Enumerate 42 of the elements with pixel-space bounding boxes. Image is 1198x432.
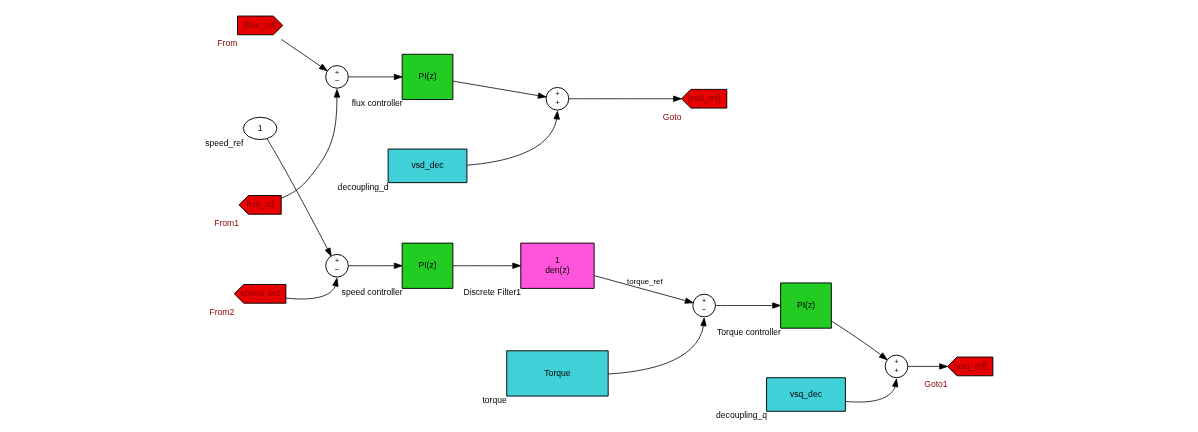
- arrow: [845, 378, 899, 403]
- node-circle: + +: [884, 354, 909, 379]
- node-label: speed controller: [341, 287, 403, 298]
- arrow: [347, 262, 403, 269]
- node-box: 1 den(z): [520, 242, 595, 289]
- arrow: [266, 138, 332, 257]
- node-label: torque: [482, 394, 507, 405]
- node-label: Torque controller: [717, 327, 781, 338]
- node-label: Goto1: [924, 379, 948, 390]
- node-box: vsd_dec: [387, 148, 468, 184]
- arrow: [568, 95, 682, 102]
- arrow: [831, 320, 888, 361]
- node-box: PI(z): [401, 242, 454, 289]
- node-circle: + +: [545, 86, 570, 111]
- node-circle: + −: [325, 253, 349, 278]
- arrow: [452, 262, 521, 269]
- node-label: From: [217, 38, 238, 49]
- arrow: [594, 275, 694, 304]
- node-label: decoupling_d: [337, 181, 389, 192]
- arrow: [466, 110, 560, 166]
- node-label: flux controller: [351, 98, 403, 109]
- arrow: [281, 39, 328, 72]
- node-box: vsq_dec: [766, 377, 846, 412]
- arrow: [347, 73, 403, 80]
- arrow: [285, 277, 339, 300]
- node-label: Goto: [662, 111, 682, 122]
- node-circle: + −: [325, 65, 349, 89]
- edge-label: torque_ref: [627, 276, 663, 286]
- node-box: Torque: [506, 350, 609, 397]
- node-label: decoupling_q: [716, 410, 768, 421]
- node-label: speed_ref: [205, 138, 244, 149]
- node-box: PI(z): [401, 53, 454, 100]
- arrow: [281, 89, 341, 199]
- arrow: [907, 363, 948, 370]
- node-label: From2: [209, 306, 235, 317]
- node-label: Discrete Filter1: [463, 287, 522, 298]
- arrow: [607, 317, 707, 375]
- node-box: PI(z): [780, 282, 832, 329]
- arrow: [452, 80, 547, 99]
- node-circle: + −: [692, 293, 716, 318]
- arrow: [715, 302, 781, 309]
- node-label: From1: [214, 217, 239, 228]
